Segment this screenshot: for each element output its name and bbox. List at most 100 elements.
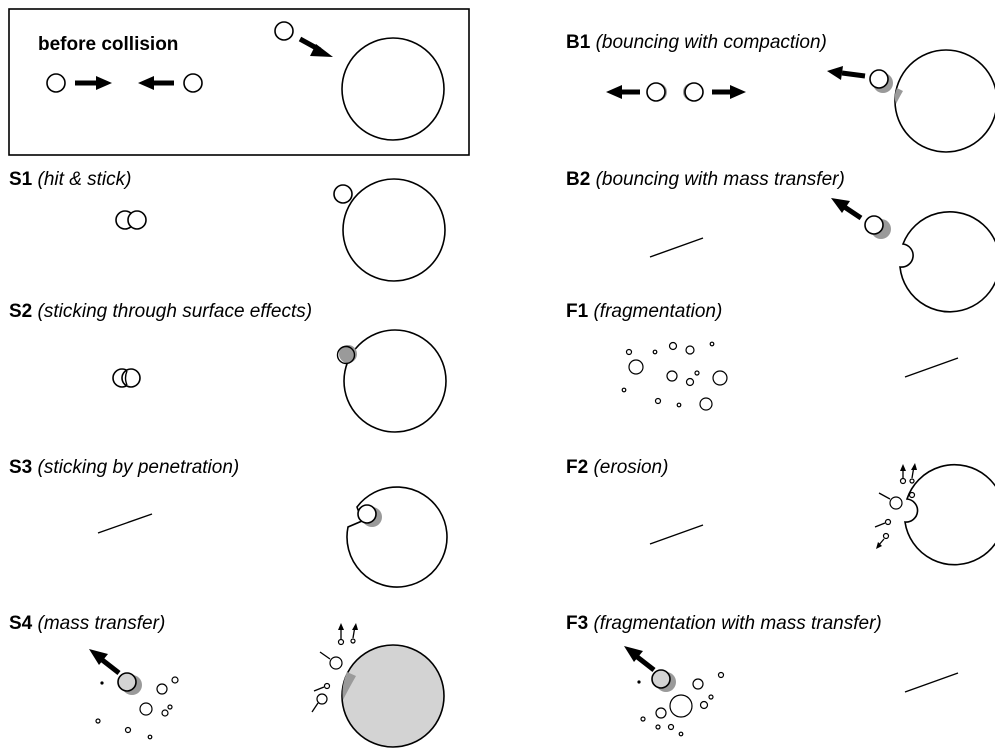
S2-contact-region bbox=[124, 370, 128, 386]
B1-right-particle bbox=[684, 82, 704, 102]
B2-rebound-arrow bbox=[841, 203, 863, 221]
S4-ejecta-arrowhead bbox=[352, 623, 358, 630]
panel-S2-code: S2 bbox=[9, 301, 32, 322]
F1-fragment bbox=[668, 341, 678, 351]
panel-F2-desc: (erosion) bbox=[593, 457, 668, 478]
before-collision-title: before collision bbox=[38, 34, 178, 55]
before-collision-panel: before collision bbox=[8, 8, 470, 156]
S2-particle-b bbox=[121, 368, 141, 388]
F2-ejecta-arrowhead bbox=[900, 464, 906, 471]
panel-F2-code: F2 bbox=[566, 457, 588, 478]
panel-F3: F3 (fragmentation with mass transfer) bbox=[566, 613, 959, 737]
B2-projectile bbox=[864, 215, 884, 235]
S4-fragment bbox=[147, 734, 153, 740]
F3-fragment bbox=[640, 716, 646, 722]
S4-ejecta bbox=[350, 638, 356, 644]
F2-separator-line bbox=[649, 524, 704, 545]
F2-ejecta bbox=[909, 478, 915, 484]
B2-rebound-arrow-head bbox=[831, 198, 850, 213]
F2-ejecta bbox=[899, 477, 907, 485]
F1-fragment bbox=[699, 397, 713, 411]
F3-fragment bbox=[699, 700, 709, 710]
F1-fragment bbox=[685, 345, 695, 355]
S4-ejecta-trail bbox=[313, 686, 325, 692]
panel-S1-label: S1 (hit & stick) bbox=[9, 169, 131, 190]
F3-dust bbox=[637, 680, 641, 684]
F3-fragment bbox=[655, 724, 661, 730]
F3-fragment bbox=[692, 678, 704, 690]
S4-fragment bbox=[95, 718, 101, 724]
panel-S1-code: S1 bbox=[9, 169, 33, 190]
S4-rebound-arrow bbox=[99, 657, 121, 675]
small-particle-right bbox=[183, 73, 203, 93]
F1-fragment bbox=[712, 370, 728, 386]
F1-fragment bbox=[666, 370, 678, 382]
F3-separator-line bbox=[904, 672, 959, 693]
arrow-diagonal-head bbox=[310, 44, 333, 57]
panel-B1-label: B1 (bouncing with compaction) bbox=[566, 32, 827, 53]
target-particle bbox=[341, 37, 445, 141]
F1-fragment bbox=[628, 359, 644, 375]
panel-S3: S3 (sticking by penetration) bbox=[9, 457, 448, 588]
S2-stuck-particle bbox=[336, 345, 356, 365]
S1-stuck-particle bbox=[333, 184, 353, 204]
panel-B1: B1 (bouncing with compaction) bbox=[566, 32, 995, 153]
F2-ejecta bbox=[908, 491, 916, 499]
panel-S3-code: S3 bbox=[9, 457, 32, 478]
S4-ejecta bbox=[316, 693, 328, 705]
panel-F1-code: F1 bbox=[566, 301, 589, 322]
F2-ejecta-arrowhead bbox=[911, 463, 917, 470]
F1-fragment bbox=[694, 370, 700, 376]
S4-ejecta-trail bbox=[319, 651, 331, 660]
panel-F3-desc: (fragmentation with mass transfer) bbox=[593, 613, 881, 634]
S4-rebound-arrow-head bbox=[89, 649, 108, 665]
B1-rebound-arrow bbox=[841, 70, 866, 79]
F3-fragment bbox=[708, 694, 714, 700]
panel-S3-desc: (sticking by penetration) bbox=[38, 457, 240, 478]
B1-projectile bbox=[869, 69, 889, 89]
S4-ejecta bbox=[323, 682, 331, 690]
panel-S4-label: S4 (mass transfer) bbox=[9, 613, 165, 634]
S4-fragment bbox=[156, 683, 168, 695]
F2-ejecta-trail bbox=[874, 522, 886, 528]
F3-rebound-arrow-head bbox=[624, 646, 643, 662]
panel-B2-code: B2 bbox=[566, 169, 590, 190]
B2-separator-line bbox=[649, 237, 704, 258]
panel-S3-label: S3 (sticking by penetration) bbox=[9, 457, 239, 478]
F2-eroded-target bbox=[904, 463, 995, 566]
panel-B2-desc: (bouncing with mass transfer) bbox=[596, 169, 845, 190]
F3-rebound-arrow bbox=[634, 654, 656, 672]
panel-S1-desc: (hit & stick) bbox=[38, 169, 132, 190]
F3-fragment bbox=[669, 694, 693, 718]
panel-S2: S2 (sticking through surface effects) bbox=[9, 301, 447, 433]
F1-fragment bbox=[652, 349, 658, 355]
B1-arrow-right-head bbox=[730, 85, 746, 99]
F2-ejecta-trail bbox=[878, 492, 891, 500]
panel-S4-desc: (mass transfer) bbox=[38, 613, 166, 634]
panel-F2-label: F2 (erosion) bbox=[566, 457, 668, 478]
S4-ejecta-arrowhead bbox=[338, 623, 344, 630]
F2-ejecta bbox=[884, 518, 892, 526]
S4-fragment bbox=[167, 704, 173, 710]
F3-fragment bbox=[717, 671, 725, 679]
S4-fragment bbox=[139, 702, 153, 716]
F3-fragment bbox=[678, 731, 684, 737]
S2-target bbox=[343, 329, 447, 433]
S3-separator-line bbox=[97, 513, 153, 534]
before-collision-frame bbox=[8, 8, 470, 156]
B2-target-with-crater bbox=[899, 211, 995, 313]
F2-ejecta-arrowhead bbox=[876, 542, 882, 549]
panel-S4: S4 (mass transfer) bbox=[9, 613, 445, 748]
S4-fragment bbox=[161, 709, 169, 717]
panel-F1: F1 (fragmentation) bbox=[566, 301, 959, 411]
panel-F1-desc: (fragmentation) bbox=[593, 301, 722, 322]
F3-fragment bbox=[667, 723, 675, 731]
panel-S2-desc: (sticking through surface effects) bbox=[38, 301, 313, 322]
arrow-right-head bbox=[96, 76, 112, 90]
S4-fragment bbox=[171, 676, 179, 684]
panel-B2: B2 (bouncing with mass transfer) bbox=[566, 169, 995, 313]
S4-projectile bbox=[117, 672, 137, 692]
B1-rebound-arrow-head bbox=[827, 66, 843, 80]
S4-ejecta-trail bbox=[311, 702, 319, 713]
